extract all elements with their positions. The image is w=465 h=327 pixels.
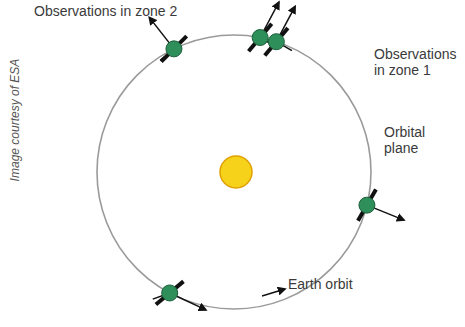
earth-orbit [97,35,371,309]
solar-panel [161,36,186,61]
spacecraft [149,17,186,61]
solar-panel [156,281,184,304]
orbit-direction-arrow [262,289,285,296]
solar-panel [249,24,272,52]
credit-note: Image courtesy of ESA [7,45,23,195]
spacecraft [265,6,295,55]
solar-panel [358,190,376,221]
spacecraft-body [166,41,182,57]
solar-panel [265,28,288,56]
annotation-label: Earth orbit [288,276,388,292]
spacecraft-body [162,285,178,301]
annotation-label: Observations in zone 1 [374,46,465,78]
spacecraft-body [252,30,268,46]
annotation-label: Observations in zone 2 [34,3,204,19]
spacecraft [153,281,206,309]
annotation-label: Orbital plane [384,124,454,156]
spacecraft [358,190,404,221]
sun [220,156,252,188]
spacecraft-group [149,2,404,310]
spacecraft-body [268,34,284,50]
spacecraft-body [359,197,375,213]
